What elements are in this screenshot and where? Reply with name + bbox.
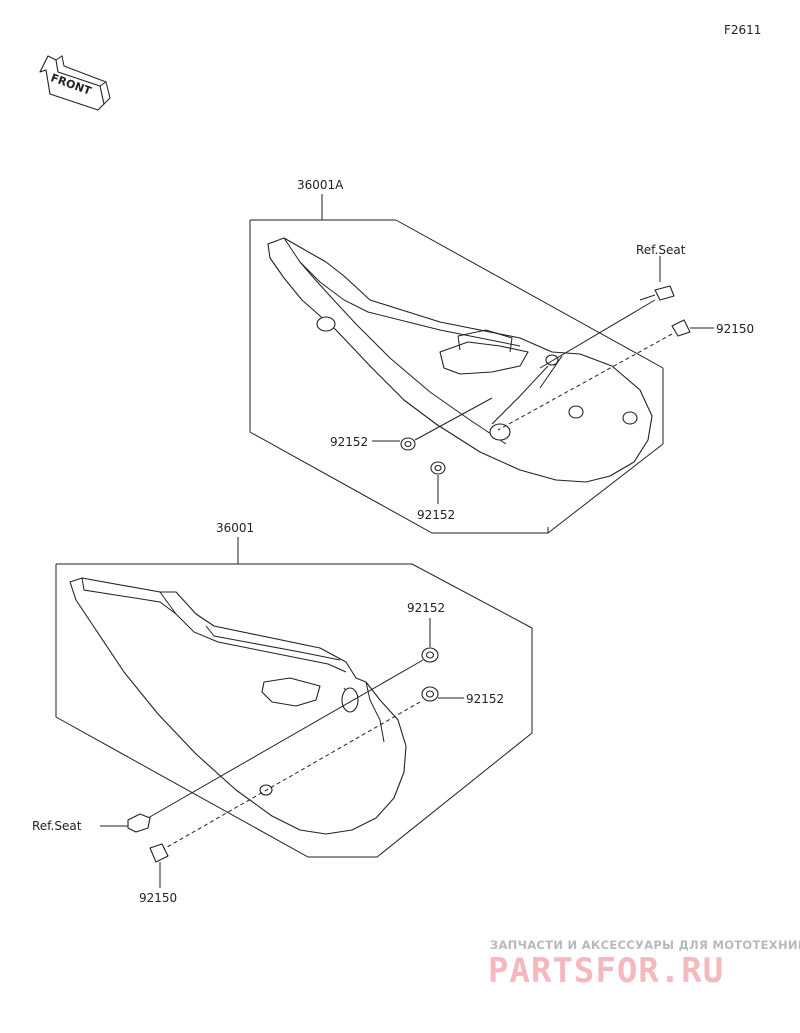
lower-assembly: 36001 92152 92152	[32, 521, 533, 905]
lower-washer-right-label: 92152	[466, 692, 504, 706]
upper-bolt-label: 92150	[716, 322, 754, 336]
front-arrow-icon: FRONT	[39, 55, 111, 111]
upper-part-number: 36001A	[297, 178, 344, 192]
upper-washer-left-label: 92152	[330, 435, 368, 449]
watermark-tagline: ЗАПЧАСТИ И АКСЕССУАРЫ ДЛЯ МОТОТЕХНИКИ	[490, 938, 800, 952]
upper-screw-label: Ref.Seat	[636, 243, 686, 257]
lower-washer-top-label: 92152	[407, 601, 445, 615]
lower-screw: Ref.Seat	[32, 813, 151, 833]
lower-bolt: 92150	[139, 843, 177, 905]
watermark-brand: PARTSFOR.RU	[488, 951, 724, 991]
upper-washer-bottom: 92152	[417, 461, 455, 522]
upper-bolt: 92150	[497, 319, 754, 431]
upper-screw: Ref.Seat	[539, 243, 686, 369]
lower-washer-top: 92152	[147, 601, 445, 819]
upper-washer-left: 92152	[330, 397, 493, 451]
lower-screw-label: Ref.Seat	[32, 819, 82, 833]
lower-part-number: 36001	[216, 521, 254, 535]
watermark: ЗАПЧАСТИ И АКСЕССУАРЫ ДЛЯ МОТОТЕХНИКИ PA…	[488, 938, 800, 991]
upper-assembly: 36001A Ref.Seat	[249, 178, 754, 534]
diagram-code: F2611	[724, 23, 761, 37]
lower-bolt-label: 92150	[139, 891, 177, 905]
upper-side-cover	[267, 237, 653, 483]
lower-washer-right: 92152	[161, 686, 504, 851]
lower-side-cover	[69, 577, 407, 835]
upper-washer-bottom-label: 92152	[417, 508, 455, 522]
